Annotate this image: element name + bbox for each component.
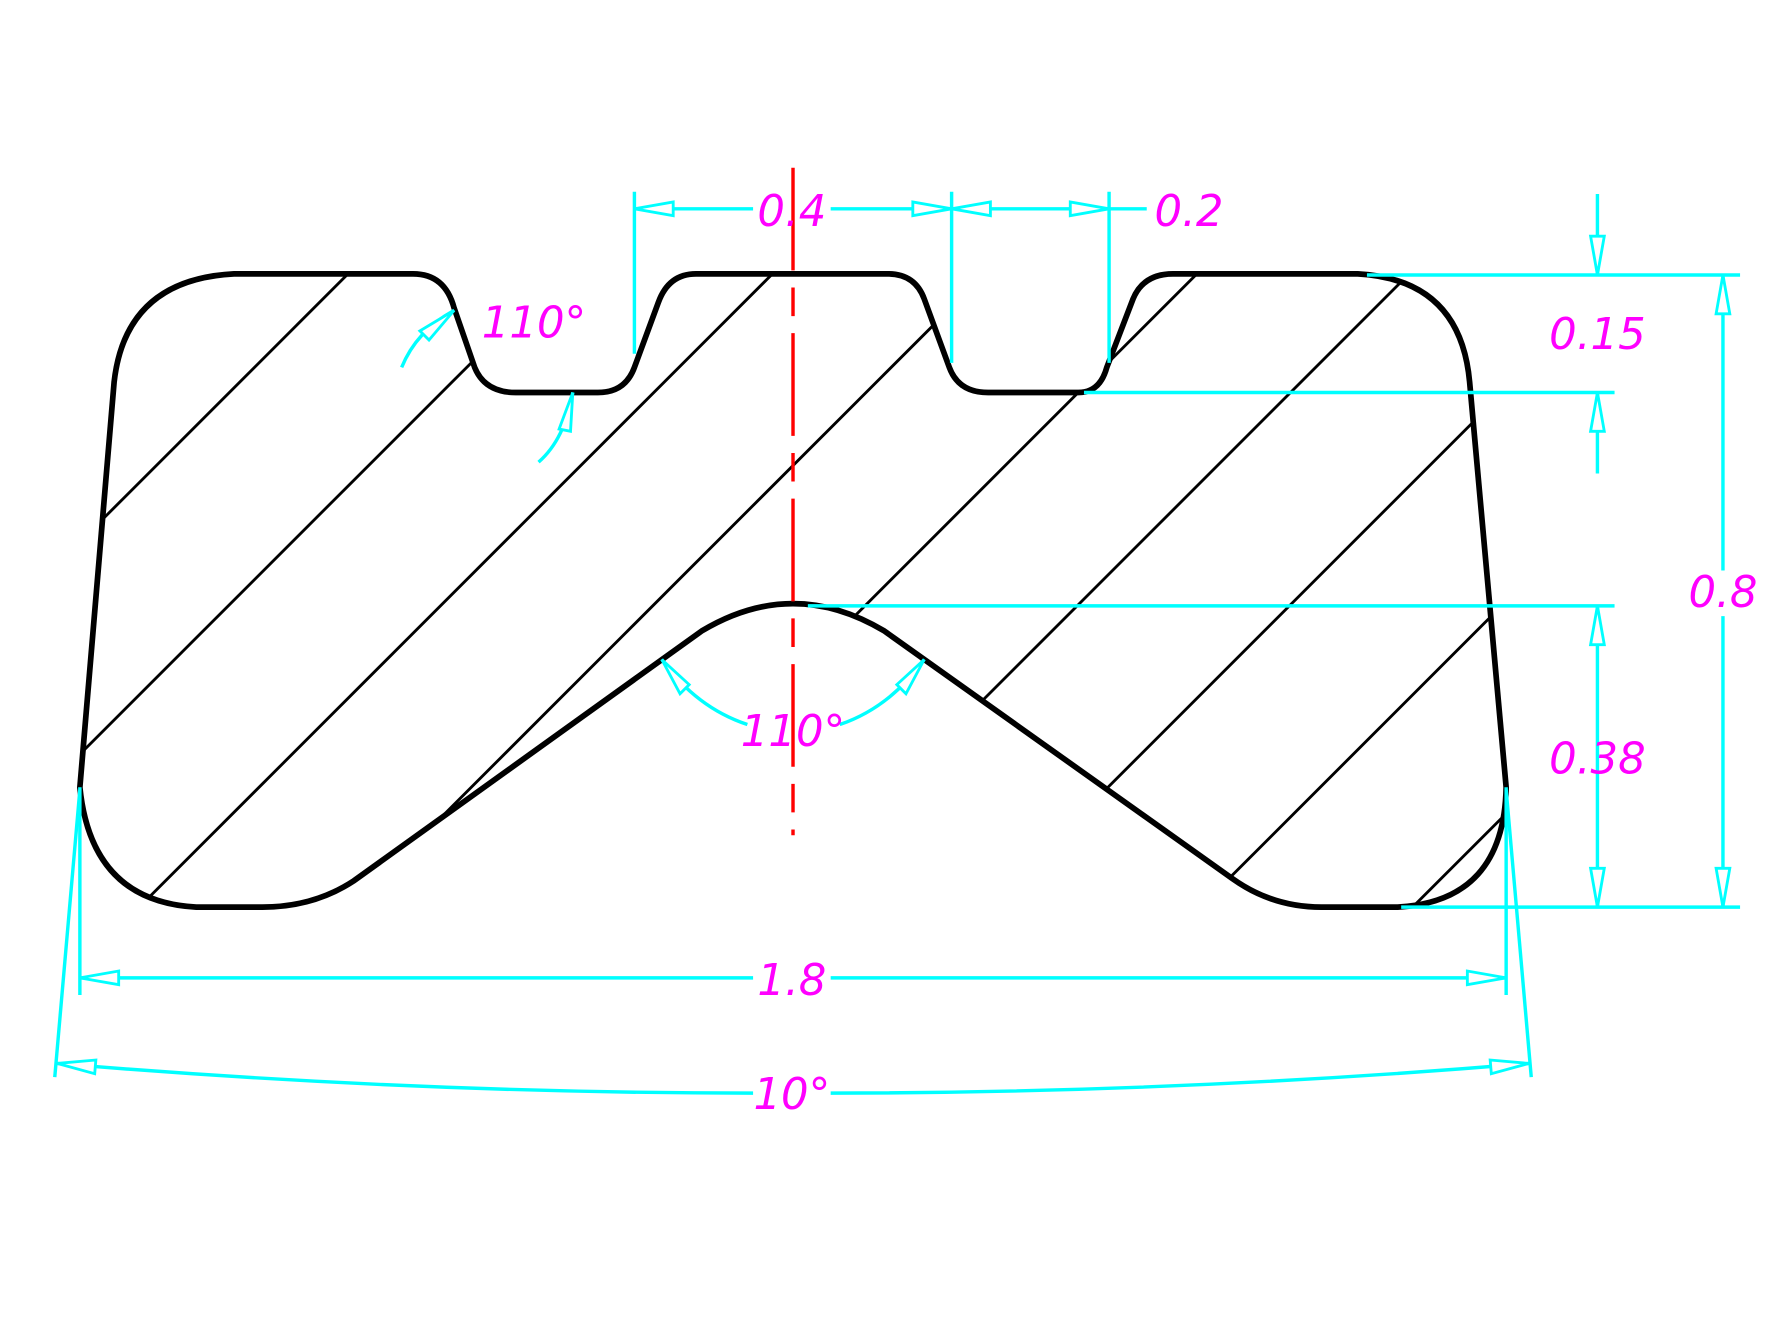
dim-text-0.4: 0.4	[757, 187, 826, 237]
hatch-line	[1348, 273, 1507, 908]
dim-text-0.8: 0.8	[1688, 568, 1757, 618]
profile-outline	[77, 270, 1510, 910]
dim-heights: 0.15 0.8 0.38	[807, 193, 1757, 909]
dim-flank-angle: 110°	[400, 299, 586, 464]
dim-text-v-110: 110°	[741, 707, 845, 757]
dim-taper: 10°	[53, 789, 1533, 1120]
dim-text-1.8: 1.8	[757, 956, 826, 1006]
hatch-line	[287, 273, 1032, 908]
hatch-line	[712, 273, 1456, 908]
dim-text-0.15: 0.15	[1549, 310, 1646, 360]
dim-text-0.38: 0.38	[1549, 735, 1646, 785]
dim-groove-pitch: 0.4 0.2	[632, 187, 1223, 363]
hatch-line	[79, 273, 820, 908]
dim-width: 1.8	[78, 787, 1508, 1006]
dim-text-10: 10°	[753, 1070, 830, 1120]
hatch-line	[79, 273, 395, 908]
hatch-line	[499, 273, 1244, 908]
hatch-line	[1136, 273, 1507, 908]
dim-v-angle: 110°	[660, 658, 926, 757]
dim-text-0.2: 0.2	[1154, 187, 1223, 237]
dim-text-flank-110: 110°	[482, 299, 586, 349]
